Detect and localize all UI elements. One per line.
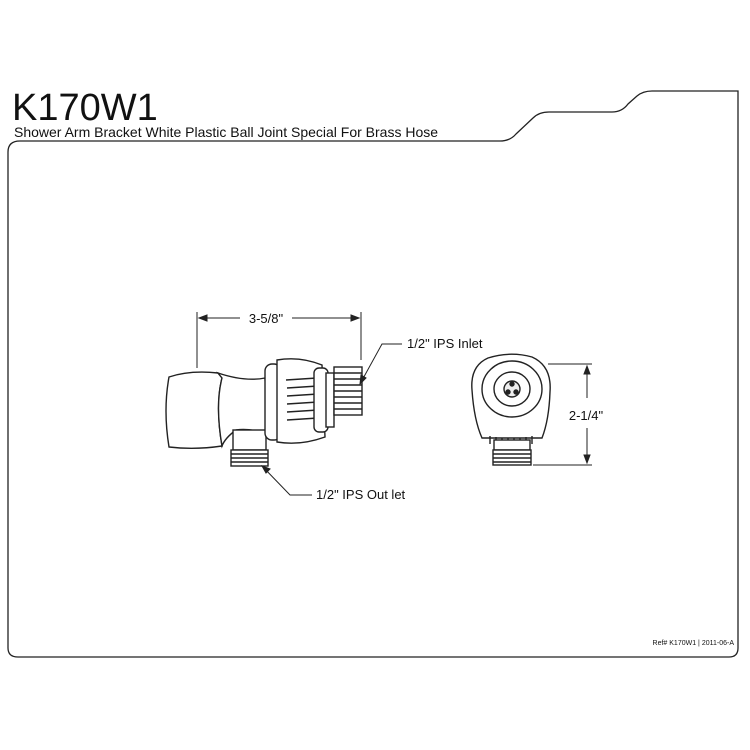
height-dimension [533, 363, 592, 466]
outlet-leader [260, 465, 312, 496]
model-number: K170W1 [12, 87, 158, 129]
outlet-stub [232, 429, 267, 451]
front-view [471, 353, 551, 466]
width-label: 3-5/8" [249, 311, 284, 326]
product-description: Shower Arm Bracket White Plastic Ball Jo… [14, 124, 438, 140]
inlet-collar [325, 372, 335, 428]
front-stub [493, 439, 531, 451]
width-dimension [196, 312, 362, 368]
inlet-leader [359, 343, 402, 386]
bracket-block [165, 371, 223, 449]
side-view [165, 358, 363, 467]
inlet-label: 1/2" IPS Inlet [407, 336, 483, 351]
reference-code: Ref# K170W1 | 2011-06-A [653, 640, 735, 647]
height-label: 2-1/4" [569, 408, 604, 423]
sheet-frame [7, 90, 739, 658]
outlet-label: 1/2" IPS Out let [316, 487, 406, 502]
